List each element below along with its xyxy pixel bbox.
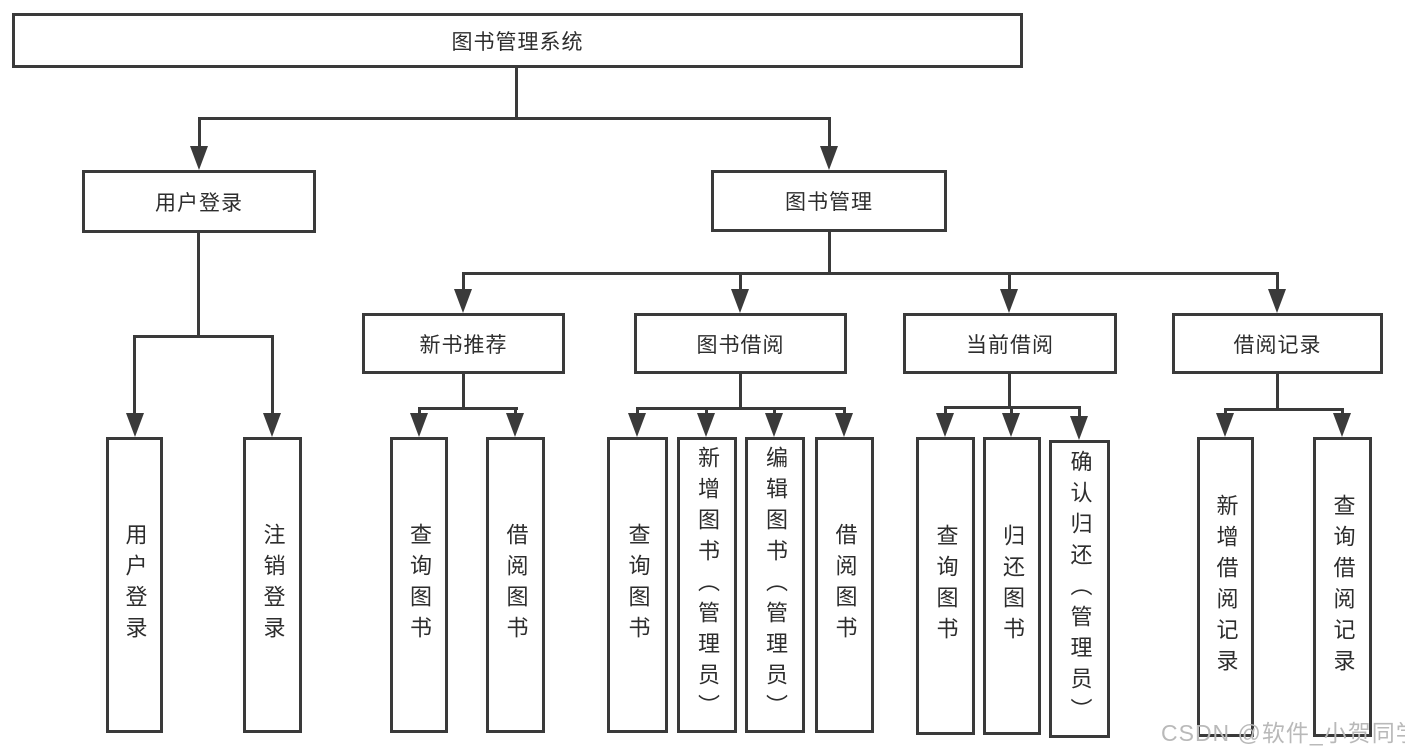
connector-root-stem bbox=[515, 68, 518, 117]
node-borrow-records: 借阅记录 bbox=[1172, 313, 1383, 374]
connector-drop bbox=[133, 335, 136, 413]
connector-rail bbox=[418, 407, 518, 410]
node-label: 用户登录 bbox=[155, 191, 243, 215]
leaf-query-books-current: 查询图书 bbox=[916, 437, 975, 735]
leaf-borrow-books-recommend: 借阅图书 bbox=[486, 437, 545, 733]
leaf-query-borrow-record: 查询借阅记录 bbox=[1313, 437, 1372, 737]
node-label: 借阅记录 bbox=[1233, 333, 1322, 357]
connector-rail bbox=[636, 407, 846, 410]
node-label: 图书管理 bbox=[785, 191, 873, 214]
node-label: 查询图书 bbox=[933, 524, 959, 648]
leaf-logout: 注销登录 bbox=[243, 437, 302, 733]
node-label: 编辑图书（管理员） bbox=[763, 445, 788, 725]
connector-drop bbox=[636, 407, 639, 415]
arrow-down-icon bbox=[1268, 289, 1286, 313]
node-label: 借阅图书 bbox=[503, 523, 529, 647]
connector-rail bbox=[1224, 408, 1344, 411]
arrow-down-icon bbox=[410, 413, 428, 437]
connector-drop bbox=[828, 117, 831, 148]
arrow-down-icon bbox=[1333, 413, 1351, 437]
node-label: 用户登录 bbox=[122, 523, 148, 647]
arrow-down-icon bbox=[126, 413, 144, 437]
leaf-query-books-borrow: 查询图书 bbox=[607, 437, 668, 733]
connector-stem bbox=[197, 233, 200, 335]
connector-drop bbox=[843, 407, 846, 415]
connector-drop bbox=[1008, 272, 1011, 291]
leaf-return-books: 归还图书 bbox=[983, 437, 1041, 735]
connector-rail bbox=[462, 272, 1279, 275]
leaf-confirm-return-admin: 确认归还（管理员） bbox=[1049, 440, 1110, 738]
arrow-down-icon bbox=[628, 413, 646, 437]
node-label: 查询图书 bbox=[625, 523, 651, 647]
arrow-down-icon bbox=[506, 413, 524, 437]
node-book-borrow: 图书借阅 bbox=[634, 313, 847, 374]
connector-root-rail bbox=[198, 117, 831, 120]
arrow-down-icon bbox=[731, 289, 749, 313]
node-current-borrow: 当前借阅 bbox=[903, 313, 1117, 374]
node-label: 确认归还（管理员） bbox=[1067, 449, 1093, 729]
arrow-down-icon bbox=[835, 413, 853, 437]
node-label: 图书借阅 bbox=[696, 333, 785, 357]
node-label: 借阅图书 bbox=[832, 523, 858, 647]
leaf-borrow-books: 借阅图书 bbox=[815, 437, 874, 733]
leaf-add-books-admin: 新增图书（管理员） bbox=[677, 437, 737, 733]
connector-stem bbox=[462, 374, 465, 407]
arrow-down-icon bbox=[190, 146, 208, 170]
connector-stem bbox=[828, 232, 831, 272]
node-label: 图书管理系统 bbox=[451, 30, 584, 54]
connector-drop bbox=[271, 335, 274, 413]
arrow-down-icon bbox=[1216, 413, 1234, 437]
node-user-login: 用户登录 bbox=[82, 170, 316, 233]
connector-drop bbox=[1341, 408, 1344, 415]
connector-drop bbox=[739, 272, 742, 291]
node-label: 查询图书 bbox=[407, 523, 432, 647]
connector-stem bbox=[1276, 374, 1279, 408]
connector-rail bbox=[133, 335, 274, 338]
node-label: 归还图书 bbox=[1000, 524, 1025, 648]
connector-drop bbox=[705, 407, 708, 415]
arrow-down-icon bbox=[263, 413, 281, 437]
arrow-down-icon bbox=[820, 146, 838, 170]
node-label: 查询借阅记录 bbox=[1330, 494, 1356, 680]
connector-drop bbox=[1078, 406, 1081, 418]
arrow-down-icon bbox=[936, 413, 954, 437]
connector-drop bbox=[198, 117, 201, 148]
node-label: 当前借阅 bbox=[966, 333, 1054, 357]
connector-drop bbox=[462, 272, 465, 291]
leaf-add-borrow-record: 新增借阅记录 bbox=[1197, 437, 1254, 737]
node-label: 新书推荐 bbox=[419, 333, 508, 357]
node-label: 新增借阅记录 bbox=[1213, 494, 1239, 680]
arrow-down-icon bbox=[454, 289, 472, 313]
connector-drop bbox=[1224, 408, 1227, 415]
connector-stem bbox=[1008, 374, 1011, 406]
connector-drop bbox=[418, 407, 421, 415]
leaf-edit-books-admin: 编辑图书（管理员） bbox=[745, 437, 805, 733]
node-book-management: 图书管理 bbox=[711, 170, 947, 232]
connector-drop bbox=[773, 407, 776, 415]
node-root: 图书管理系统 bbox=[12, 13, 1023, 68]
connector-stem bbox=[739, 374, 742, 407]
leaf-user-login: 用户登录 bbox=[106, 437, 163, 733]
connector-drop bbox=[1276, 272, 1279, 291]
node-new-book-recommend: 新书推荐 bbox=[362, 313, 565, 374]
connector-drop bbox=[944, 406, 947, 415]
arrow-down-icon bbox=[765, 413, 783, 437]
connector-drop bbox=[514, 407, 517, 415]
arrow-down-icon bbox=[697, 413, 715, 437]
connector-drop bbox=[1010, 406, 1013, 415]
node-label: 新增图书（管理员） bbox=[695, 445, 720, 725]
node-label: 注销登录 bbox=[260, 523, 286, 647]
arrow-down-icon bbox=[1000, 289, 1018, 313]
arrow-down-icon bbox=[1002, 413, 1020, 437]
csdn-watermark: CSDN @软件_小贺同学 bbox=[1161, 720, 1405, 746]
leaf-query-books-recommend: 查询图书 bbox=[390, 437, 448, 733]
arrow-down-icon bbox=[1070, 416, 1088, 440]
